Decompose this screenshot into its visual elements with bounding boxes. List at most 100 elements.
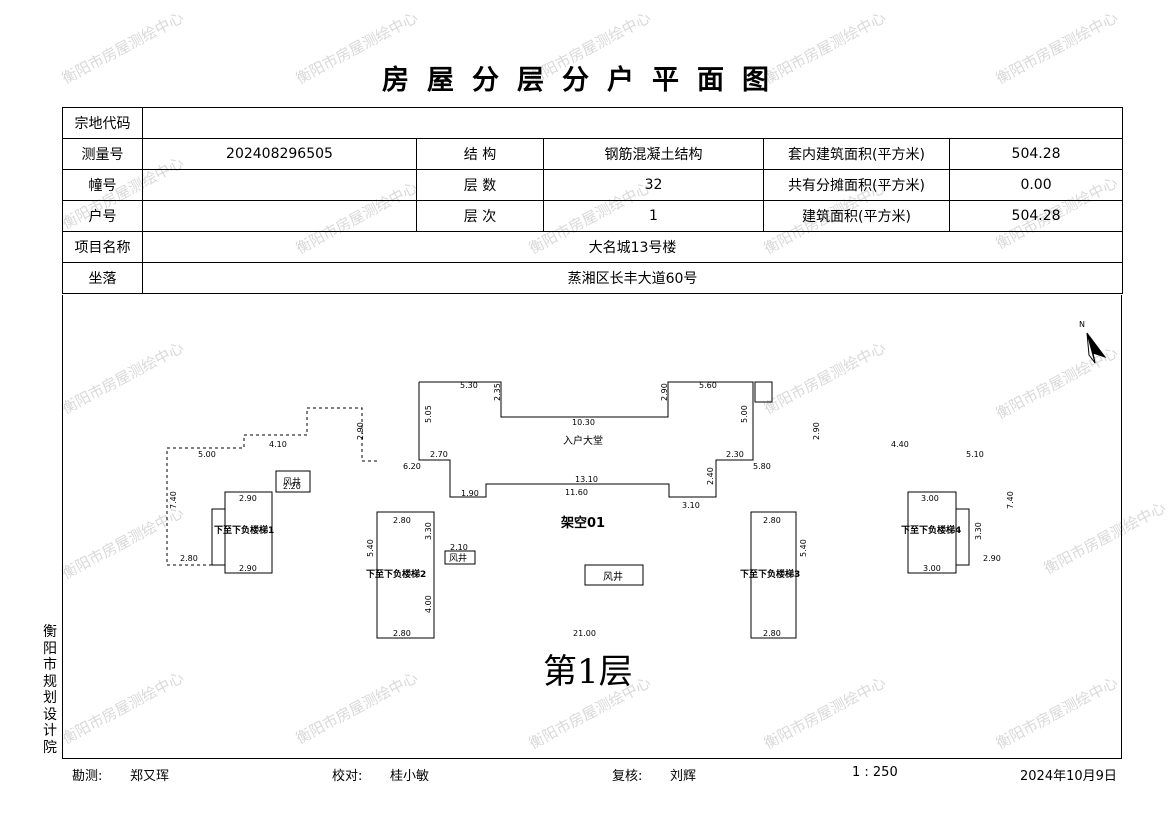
floor-plan: 5.30 5.60 10.30 5.05 5.00 2.70 2.30 6.20… <box>166 320 1107 692</box>
dim-label: 2.35 <box>493 383 502 401</box>
shaft-box-left <box>275 470 311 493</box>
shaft-label-mid: 风井 <box>449 552 467 564</box>
floor-caption: 第1层 <box>543 652 633 692</box>
dim-label: 2.30 <box>726 450 744 459</box>
dim-label: 3.30 <box>424 522 433 540</box>
structure-label: 结 构 <box>416 138 544 170</box>
svg-text:N: N <box>1079 320 1085 329</box>
shared-area-value: 0.00 <box>948 169 1124 201</box>
location-label: 坐落 <box>62 262 143 294</box>
dim-label: 5.80 <box>753 462 771 471</box>
dim-label: 4.00 <box>424 595 433 613</box>
info-table: 宗地代码 测量号 202408296505 结 构 钢筋混凝土结构 套内建筑面积… <box>62 107 1124 294</box>
stair-label-4: 下至下负楼梯4 <box>901 524 961 536</box>
dim-label: 2.80 <box>393 629 411 638</box>
floor-level-label: 层 次 <box>416 200 544 232</box>
building-area-value: 504.28 <box>948 200 1124 232</box>
reviewer-label: 复核: <box>612 769 643 784</box>
building-no-label: 幢号 <box>62 169 143 201</box>
dim-label: 2.20 <box>283 482 301 491</box>
dim-label: 2.90 <box>983 554 1001 563</box>
structure-value: 钢筋混凝土结构 <box>543 138 764 170</box>
floors-value: 32 <box>543 169 764 201</box>
dim-label: 5.05 <box>424 405 433 423</box>
shaft-label: 风井 <box>603 570 623 583</box>
project-label: 项目名称 <box>62 231 143 263</box>
date-text: 2024年10月9日 <box>1020 769 1117 784</box>
floors-label: 层 数 <box>416 169 544 201</box>
page-title: 房屋分层分户平面图 <box>382 65 787 96</box>
scale-text: 1 : 250 <box>852 765 898 780</box>
dim-label: 4.40 <box>891 440 909 449</box>
building-area-label: 建筑面积(平方米) <box>763 200 950 232</box>
stair-label-2: 下至下负楼梯2 <box>366 568 426 580</box>
shaft-box-center <box>584 564 644 586</box>
dim-label: 7.40 <box>169 491 178 509</box>
dim-label: 10.30 <box>572 418 595 427</box>
dim-label: 2.90 <box>356 422 365 440</box>
dim-label: 1.90 <box>461 489 479 498</box>
surveyor-name: 郑又珲 <box>130 769 170 784</box>
dim-label: 2.80 <box>763 516 781 525</box>
dim-label: 5.30 <box>460 381 478 390</box>
small-box-3 <box>754 381 773 403</box>
dim-label: 13.10 <box>575 475 598 484</box>
dim-label: 2.10 <box>450 543 468 552</box>
location-value: 蒸湘区长丰大道60号 <box>141 262 1124 294</box>
dim-label: 21.00 <box>573 629 596 638</box>
building-no-value <box>142 169 417 201</box>
dim-label: 3.10 <box>682 501 700 510</box>
survey-no-value: 202408296505 <box>142 138 417 170</box>
surveyor-label: 勘测: <box>72 769 103 784</box>
dim-label: 2.40 <box>706 467 715 485</box>
dim-label: 5.10 <box>966 450 984 459</box>
main-space-label: 架空01 <box>560 515 605 531</box>
dim-label: 5.00 <box>740 405 749 423</box>
dim-label: 4.10 <box>269 440 287 449</box>
dim-label: 2.80 <box>763 629 781 638</box>
dim-label: 5.00 <box>198 450 216 459</box>
org-vertical-text: 衡阳市规划设计院 <box>43 624 57 756</box>
dim-label: 7.40 <box>1006 491 1015 509</box>
stair-label-3: 下至下负楼梯3 <box>740 568 800 580</box>
survey-no-label: 测量号 <box>62 138 143 170</box>
inner-area-value: 504.28 <box>948 138 1124 170</box>
parcel-code-value <box>141 107 1124 139</box>
small-box-1 <box>211 508 226 566</box>
central-outline <box>418 381 754 498</box>
stair-block-2 <box>376 511 435 639</box>
dim-label: 6.20 <box>403 462 421 471</box>
small-box-2 <box>955 508 970 566</box>
shaft-label-left: 风井 <box>283 476 301 488</box>
dim-label: 3.00 <box>921 494 939 503</box>
inner-area-label: 套内建筑面积(平方米) <box>763 138 950 170</box>
dim-label: 2.70 <box>430 450 448 459</box>
north-arrow-icon: N <box>1079 320 1107 364</box>
dim-label: 2.90 <box>812 422 821 440</box>
dim-label: 5.40 <box>366 539 375 557</box>
floor-level-value: 1 <box>543 200 764 232</box>
left-wing-outline <box>166 407 377 566</box>
dim-label: 2.90 <box>239 564 257 573</box>
stair-block-3 <box>750 511 797 639</box>
dim-label: 3.30 <box>974 522 983 540</box>
unit-no-value <box>142 200 417 232</box>
dim-label: 2.90 <box>660 383 669 401</box>
dim-label: 11.60 <box>565 488 588 497</box>
parcel-code-label: 宗地代码 <box>62 107 143 139</box>
shaft-box-mid <box>444 550 476 565</box>
project-value: 大名城13号楼 <box>141 231 1124 263</box>
checker-name: 桂小敏 <box>390 769 430 784</box>
dim-label: 3.00 <box>923 564 941 573</box>
dim-label: 2.80 <box>180 554 198 563</box>
shared-area-label: 共有分摊面积(平方米) <box>763 169 950 201</box>
floor-plan-area: 5.30 5.60 10.30 5.05 5.00 2.70 2.30 6.20… <box>62 295 1122 759</box>
dim-label: 5.40 <box>799 539 808 557</box>
unit-no-label: 户号 <box>62 200 143 232</box>
dim-label: 5.60 <box>699 381 717 390</box>
stair-label-1: 下至下负楼梯1 <box>214 524 274 536</box>
reviewer-name: 刘辉 <box>670 769 697 784</box>
lobby-label: 入户大堂 <box>563 434 603 447</box>
dim-label: 2.80 <box>393 516 411 525</box>
dim-label: 2.90 <box>239 494 257 503</box>
